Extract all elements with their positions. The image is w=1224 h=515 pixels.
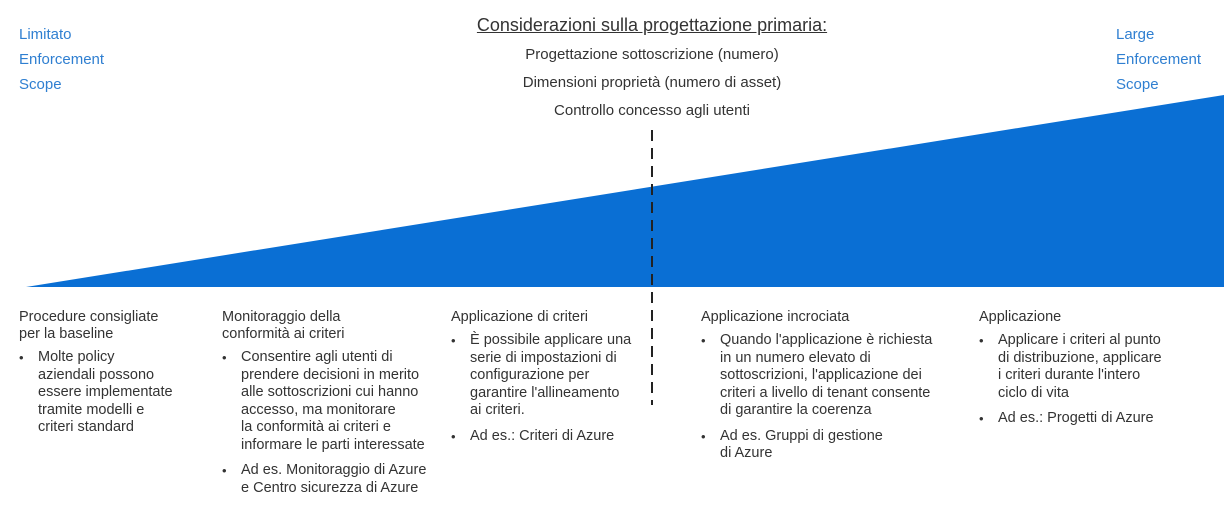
bullet-line: essere implementate xyxy=(38,384,173,400)
column-title-line: per la baseline xyxy=(19,326,114,342)
bullet-line: tramite modelli e xyxy=(38,401,145,418)
bullet-line: ciclo di vita xyxy=(998,384,1069,401)
scope-right-line: Enforcement xyxy=(1116,51,1202,68)
bullet-icon: • xyxy=(451,428,456,444)
bullet-line: criteri a livello di tenant consente xyxy=(720,384,931,401)
primary-design-considerations: Considerazioni sulla progettazione prima… xyxy=(452,12,852,125)
enforcement-scope-wedge xyxy=(26,95,1224,287)
scope-left-line: Scope xyxy=(19,76,62,93)
column-title: Applicazione xyxy=(979,309,1162,326)
list-item: • Ad es. Gruppi di gestione di Azure xyxy=(701,428,932,463)
bullet-line: alle sottoscrizioni cui hanno xyxy=(241,384,419,400)
bullet-line: Quando l'applicazione è richiesta xyxy=(720,332,933,348)
list-item: • È possibile applicare una serie di imp… xyxy=(451,332,631,420)
column-title: Applicazione di criteri xyxy=(451,309,631,326)
column-title-line: Procedure consigliate xyxy=(19,309,159,325)
column-baseline-best-practices: Procedure consigliate per la baseline • … xyxy=(19,309,173,445)
bullet-line: aziendali possono xyxy=(38,366,155,383)
bullet-line: informare le parti interessate xyxy=(241,436,425,453)
bullet-line: di Azure xyxy=(720,445,773,461)
bullet-line: di distribuzione, applicare xyxy=(998,349,1162,366)
bullet-line: È possibile applicare una xyxy=(470,332,632,348)
bullet-icon: • xyxy=(222,463,227,478)
column-title-line: Applicazione incrociata xyxy=(701,309,850,325)
column-title-line: Monitoraggio della xyxy=(222,309,341,325)
consideration-item: Dimensioni proprietà (numero di asset) xyxy=(522,74,782,91)
bullet-line: accesso, ma monitorare xyxy=(241,401,396,418)
bullet-line: ai criteri. xyxy=(470,402,525,418)
bullet-line: in un numero elevato di xyxy=(720,349,871,366)
bullet-line: Ad es. Gruppi di gestione xyxy=(720,427,883,444)
bullet-line: Ad es.: Criteri di Azure xyxy=(470,427,615,444)
bullet-icon: • xyxy=(19,350,24,365)
bullet-line: Applicare i criteri al punto xyxy=(998,332,1161,348)
bullet-line: serie di impostazioni di xyxy=(470,349,617,366)
list-item: • Ad es.: Progetti di Azure xyxy=(979,410,1162,428)
column-title: Procedure consigliate per la baseline xyxy=(19,309,173,343)
column-title: Applicazione incrociata xyxy=(701,309,932,326)
bullet-icon: • xyxy=(701,333,706,348)
column-enforcement: Applicazione • Applicare i criteri al pu… xyxy=(979,309,1162,436)
bullet-line: configurazione per xyxy=(470,367,590,383)
scope-left-line: Limitato xyxy=(19,26,72,43)
bullet-line: garantire l'allineamento xyxy=(470,384,620,401)
scope-right-line: Scope xyxy=(1116,76,1159,93)
limited-enforcement-scope-label: Limitato Enforcement Scope xyxy=(19,22,104,97)
list-item: • Quando l'applicazione è richiesta in u… xyxy=(701,332,932,420)
column-title-line: Applicazione di criteri xyxy=(451,309,589,325)
bullet-line: Consentire agli utenti di xyxy=(241,349,393,365)
scope-right-line: Large xyxy=(1116,26,1155,43)
list-item: • Molte policy aziendali possono essere … xyxy=(19,349,173,437)
bullet-icon: • xyxy=(979,333,984,348)
list-item: • Applicare i criteri al punto di distri… xyxy=(979,332,1162,402)
bullet-line: prendere decisioni in merito xyxy=(241,366,420,383)
bullet-line: Ad es. Monitoraggio di Azure xyxy=(241,462,427,478)
bullet-line: sottoscrizioni, l'applicazione dei xyxy=(720,367,922,383)
bullet-line: e Centro sicurezza di Azure xyxy=(241,479,419,496)
bullet-icon: • xyxy=(979,411,984,426)
large-enforcement-scope-label: Large Enforcement Scope xyxy=(1116,22,1201,97)
column-title: Monitoraggio della conformità ai criteri xyxy=(222,309,426,343)
bullet-icon: • xyxy=(701,428,706,444)
bullet-line: i criteri durante l'intero xyxy=(998,367,1141,383)
bullet-icon: • xyxy=(222,350,227,365)
consideration-item: Progettazione sottoscrizione (numero) xyxy=(525,46,779,63)
bullet-line: di garantire la coerenza xyxy=(720,402,872,418)
considerations-title: Considerazioni sulla progettazione prima… xyxy=(476,15,828,35)
bullet-icon: • xyxy=(451,333,456,348)
list-item: • Consentire agli utenti di prendere dec… xyxy=(222,349,426,454)
bullet-line: Ad es.: Progetti di Azure xyxy=(998,410,1154,426)
bullet-line: Molte policy xyxy=(38,349,115,365)
bullet-line: la conformità ai criteri e xyxy=(241,419,391,435)
consideration-item: Controllo concesso agli utenti xyxy=(554,102,750,119)
column-policy-enforcement: Applicazione di criteri • È possibile ap… xyxy=(451,309,631,453)
column-title-line: Applicazione xyxy=(979,309,1062,325)
column-policy-compliance-monitoring: Monitoraggio della conformità ai criteri… xyxy=(222,309,426,505)
bullet-line: criteri standard xyxy=(38,419,134,435)
column-cross-enforcement: Applicazione incrociata • Quando l'appli… xyxy=(701,309,932,471)
scope-left-line: Enforcement xyxy=(19,51,105,68)
list-item: • Ad es.: Criteri di Azure xyxy=(451,428,631,446)
column-title-line: conformità ai criteri xyxy=(222,326,345,342)
list-item: • Ad es. Monitoraggio di Azure e Centro … xyxy=(222,462,426,497)
